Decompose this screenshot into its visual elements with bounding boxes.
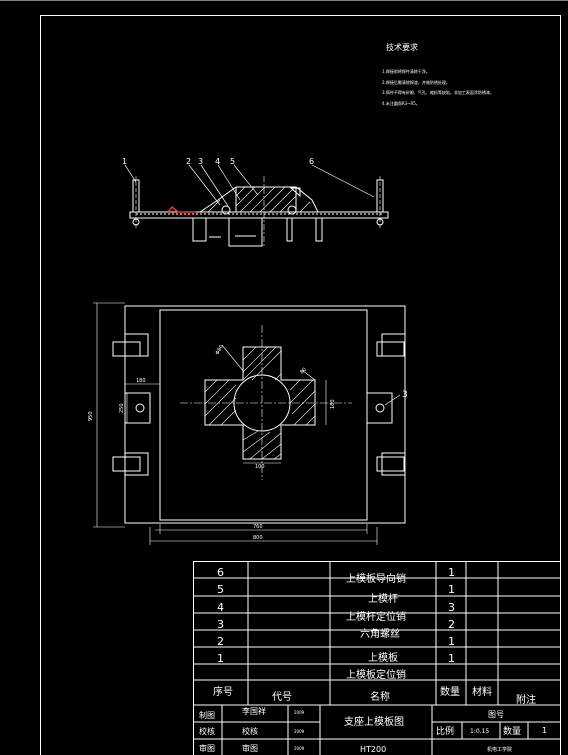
tb-approve-label: 审图	[199, 743, 215, 753]
left-hinge	[124, 392, 151, 424]
weld-mark	[167, 205, 196, 213]
callout-3: 3	[198, 157, 203, 166]
callout-2: 2	[186, 157, 191, 166]
plan-dimension-lines	[93, 302, 401, 545]
right-hinge	[366, 392, 393, 424]
table-row-name: 上模杆定位销	[346, 610, 406, 623]
table-row-name: 上模板导向销	[346, 572, 406, 585]
left-bolt	[135, 403, 145, 413]
table-row-qty: 1	[448, 583, 455, 596]
table-row-name: 上模杆	[368, 593, 398, 605]
left-leg	[192, 218, 207, 242]
dim-180: 180	[136, 378, 146, 384]
tb-drawing-label: 图号	[488, 710, 504, 719]
tb-part-name: 支座上模板图	[344, 715, 404, 728]
table-row-qty: 1	[448, 652, 455, 665]
lug-right-bottom-slot	[376, 456, 405, 472]
tb-qty-label: 数量	[503, 725, 521, 737]
tb-drawn-name: 李国祥	[242, 706, 266, 716]
tb-approve-date: 2009	[294, 746, 305, 751]
tb-qty-value: 1	[542, 726, 547, 735]
table-row-no: 5	[217, 583, 224, 596]
right-pin-head	[376, 218, 384, 226]
right-leg-inner	[286, 218, 293, 242]
inner-frame	[159, 309, 368, 521]
center-leg	[228, 218, 263, 247]
dim-950: 950	[88, 411, 94, 421]
dim-phi: Φ80	[215, 344, 225, 356]
tb-school: 机电工学院	[487, 746, 512, 753]
tb-check-label: 校核	[199, 726, 215, 736]
outer-plate	[124, 305, 406, 524]
table-row-no: 3	[217, 618, 224, 631]
bom-header-name: 名称	[370, 690, 390, 703]
table-row-no: 6	[217, 566, 224, 579]
bom-header-note: 附注	[516, 693, 536, 706]
callout-3-plan: 3	[402, 390, 408, 400]
section-leader-lines	[124, 164, 375, 207]
table-row-name: 六角螺丝	[360, 628, 400, 640]
bom-table-grid	[193, 561, 561, 755]
table-row-qty: 1	[448, 635, 455, 648]
right-leg	[315, 218, 323, 242]
table-row-name: 上模板定位销	[346, 668, 406, 681]
callout-6: 6	[309, 157, 314, 166]
dim-760: 760	[253, 524, 263, 530]
section-view	[129, 176, 389, 247]
table-row-qty: 3	[448, 601, 455, 614]
table-row-qty: 1	[448, 566, 455, 579]
boss-hatch	[207, 186, 311, 213]
bolt-head	[287, 205, 297, 215]
tb-drawn-label: 制图	[199, 710, 215, 720]
tb-check-name: 校核	[242, 726, 258, 736]
requirement-item: 4.未注圆角R3~R5。	[382, 100, 420, 106]
callout-5: 5	[230, 157, 235, 166]
tb-approve-name: 审图	[242, 743, 258, 753]
bom-header-material: 材料	[472, 685, 492, 698]
bolt-head	[221, 205, 231, 215]
bom-header-qty: 数量	[440, 685, 460, 698]
lug-left-top	[125, 333, 149, 357]
table-row-no: 2	[217, 635, 224, 648]
left-pin-head	[132, 218, 140, 226]
table-row-qty: 2	[448, 618, 455, 631]
bom-header-no: 序号	[213, 685, 233, 698]
lug-right-top	[381, 333, 405, 357]
requirement-item: 1.焊接前将焊件清除干净。	[382, 68, 430, 74]
requirement-item: 2.焊接后需清除焊渣，并做防锈处理。	[382, 79, 450, 85]
callout-1: 1	[122, 157, 127, 166]
tb-drawn-date: 2009	[294, 710, 305, 715]
dim-800: 800	[253, 535, 263, 541]
table-row-no: 4	[217, 601, 224, 614]
weld-symbol	[289, 187, 301, 198]
dim-100: 100	[255, 464, 265, 470]
tb-scale-value: 1:0.15	[470, 728, 489, 735]
cross-boss	[204, 346, 316, 460]
drawing-frame	[40, 15, 561, 755]
lug-left-bottom	[125, 452, 149, 476]
lug-right-bottom	[381, 452, 405, 476]
dim-250: 250	[119, 403, 125, 413]
table-row-no: 1	[217, 652, 224, 665]
lug-left-top-slot	[112, 341, 141, 357]
tb-scale-label: 比例	[436, 725, 454, 737]
bom-header-code: 代号	[272, 691, 292, 703]
lug-right-top-slot	[376, 341, 405, 357]
tb-material: HT200	[360, 745, 386, 754]
requirement-item: 3.铸件不得有砂眼、气孔、缩松等缺陷，非加工表面涂防锈漆。	[382, 89, 494, 95]
table-row-name: 上模板	[368, 651, 398, 664]
cross-hatch	[204, 346, 316, 460]
dim-80: 80	[299, 367, 308, 376]
right-bolt	[375, 403, 385, 413]
plate-section	[129, 211, 389, 219]
lug-left-bottom-slot	[112, 456, 141, 472]
bom-rows: 6 上模板导向销 1 5 上模杆 1 4 上模杆定位销 3 3 六角螺丝 2 2…	[217, 566, 455, 681]
boss-outline	[199, 186, 319, 213]
requirements-title: 技术要求	[386, 42, 418, 52]
callout-4: 4	[215, 157, 220, 166]
tb-check-date: 2009	[294, 729, 305, 734]
dim-180b: 180	[330, 399, 336, 409]
plan-view	[112, 305, 406, 524]
